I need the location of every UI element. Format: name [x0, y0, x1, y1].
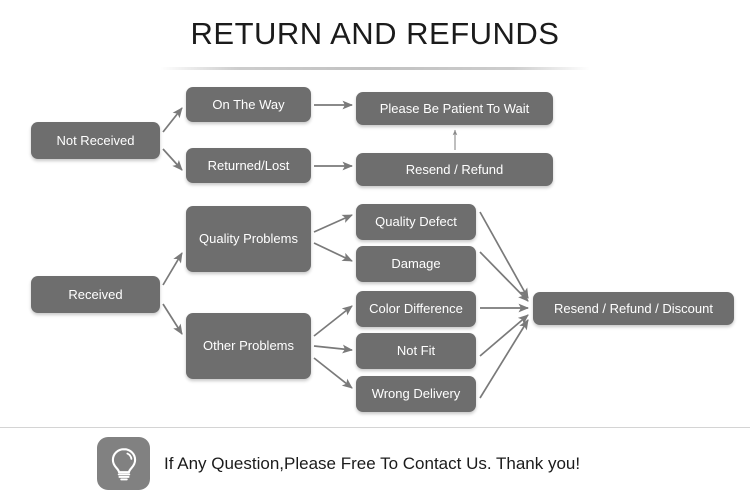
node-resend-refund-discount[interactable]: Resend / Refund / Discount	[533, 292, 734, 325]
arrow-other-problems-to-color-difference	[313, 305, 353, 337]
footer-divider	[0, 427, 750, 428]
node-wrong-delivery[interactable]: Wrong Delivery	[356, 376, 476, 412]
arrow-quality-problems-to-quality-defect	[313, 214, 353, 233]
title-divider	[160, 67, 590, 70]
node-please-be-patient-to-wait[interactable]: Please Be Patient To Wait	[356, 92, 553, 125]
node-resend-refund[interactable]: Resend / Refund	[356, 153, 553, 186]
footer: If Any Question,Please Free To Contact U…	[97, 437, 580, 490]
arrow-other-problems-to-wrong-delivery	[313, 357, 353, 389]
arrow-damage-to-outcome	[479, 251, 529, 302]
arrow-wrong-delivery-to-outcome	[479, 319, 529, 399]
arrow-not-fit-to-outcome	[479, 314, 529, 357]
node-not-received[interactable]: Not Received	[31, 122, 160, 159]
arrow-other-problems-to-not-fit	[313, 344, 354, 354]
arrow-received-to-quality-problems	[162, 252, 183, 286]
arrow-quality-problems-to-damage	[313, 242, 353, 262]
node-received[interactable]: Received	[31, 276, 160, 313]
node-quality-problems[interactable]: Quality Problems	[186, 206, 311, 272]
node-color-difference[interactable]: Color Difference	[356, 291, 476, 327]
lightbulb-icon	[97, 437, 150, 490]
arrow-quality-defect-to-outcome	[479, 211, 529, 299]
node-damage[interactable]: Damage	[356, 246, 476, 282]
page-title: RETURN AND REFUNDS	[190, 16, 560, 51]
arrow-not-received-to-on-the-way	[162, 107, 183, 133]
node-other-problems[interactable]: Other Problems	[186, 313, 311, 379]
node-not-fit[interactable]: Not Fit	[356, 333, 476, 369]
node-quality-defect[interactable]: Quality Defect	[356, 204, 476, 240]
arrow-not-received-to-returned-lost	[162, 148, 183, 171]
footer-text: If Any Question,Please Free To Contact U…	[164, 453, 581, 473]
node-on-the-way[interactable]: On The Way	[186, 87, 311, 122]
node-returned-lost[interactable]: Returned/Lost	[186, 148, 311, 183]
arrow-received-to-other-problems	[162, 303, 183, 335]
